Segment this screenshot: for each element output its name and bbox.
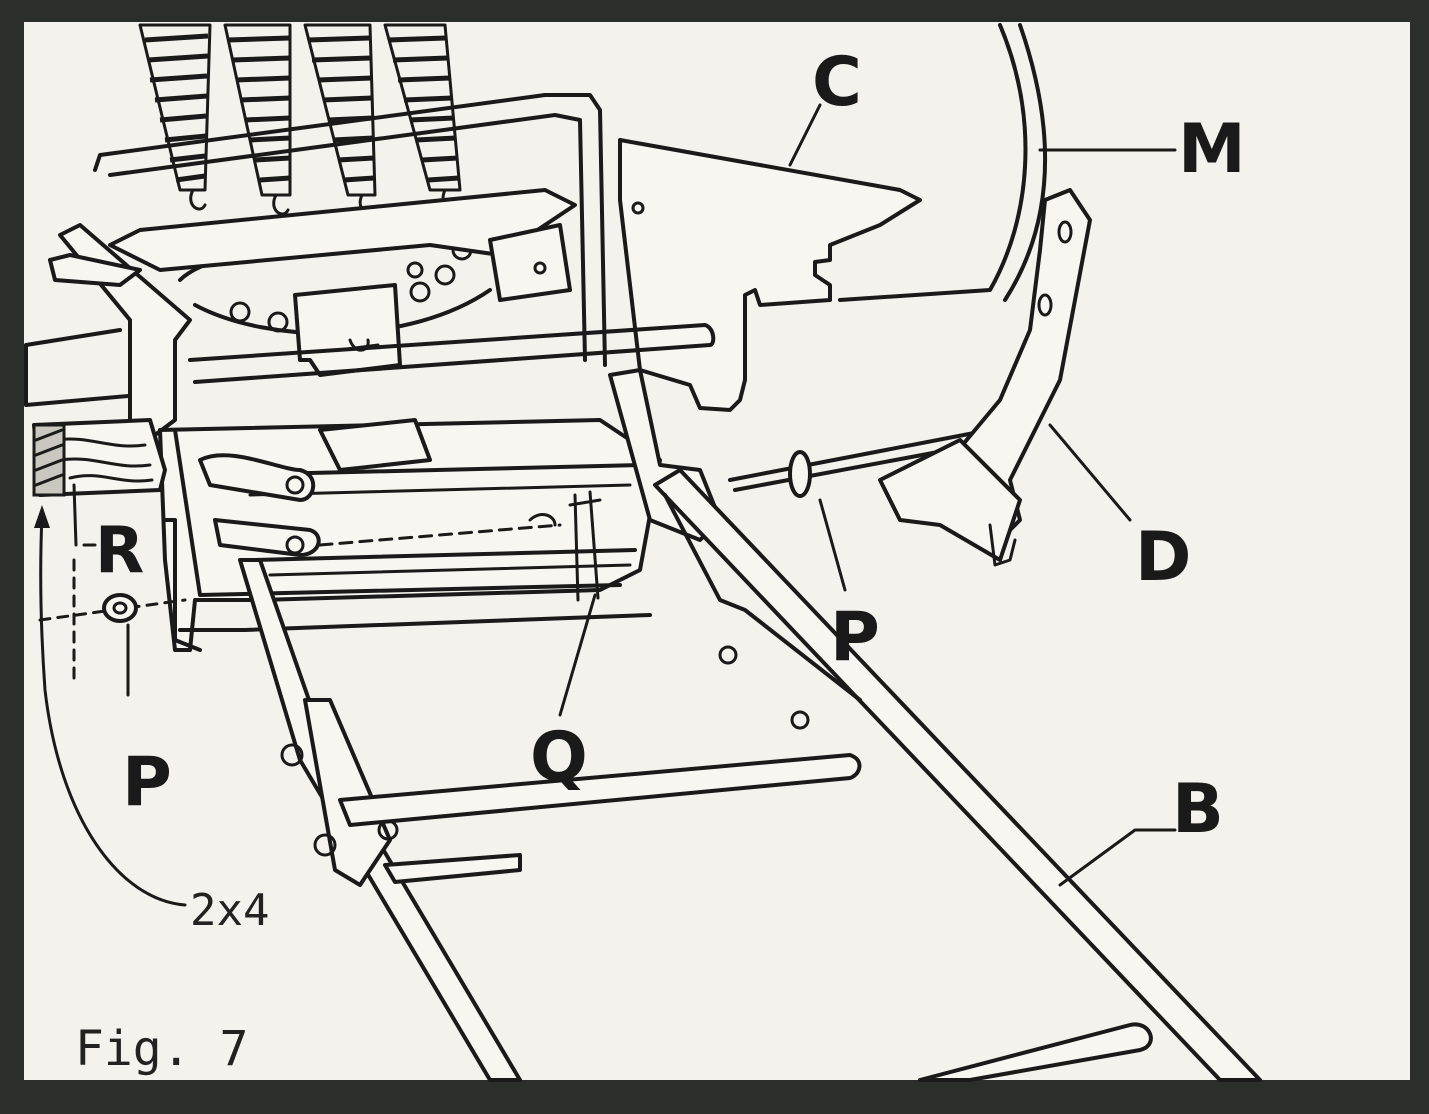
label-c: C	[812, 43, 862, 122]
label-d: D	[1135, 518, 1191, 597]
label-2x4: 2x4	[190, 885, 269, 936]
label-q: Q	[530, 718, 588, 797]
label-b: B	[1172, 770, 1224, 849]
label-p-left: P	[122, 743, 172, 822]
label-p-right: P	[830, 598, 880, 677]
figure-caption: Fig. 7	[75, 1021, 248, 1077]
springs	[138, 23, 462, 216]
mechanism-drawing	[24, 23, 1262, 1082]
label-m: M	[1178, 110, 1246, 189]
label-r: R	[95, 514, 144, 588]
